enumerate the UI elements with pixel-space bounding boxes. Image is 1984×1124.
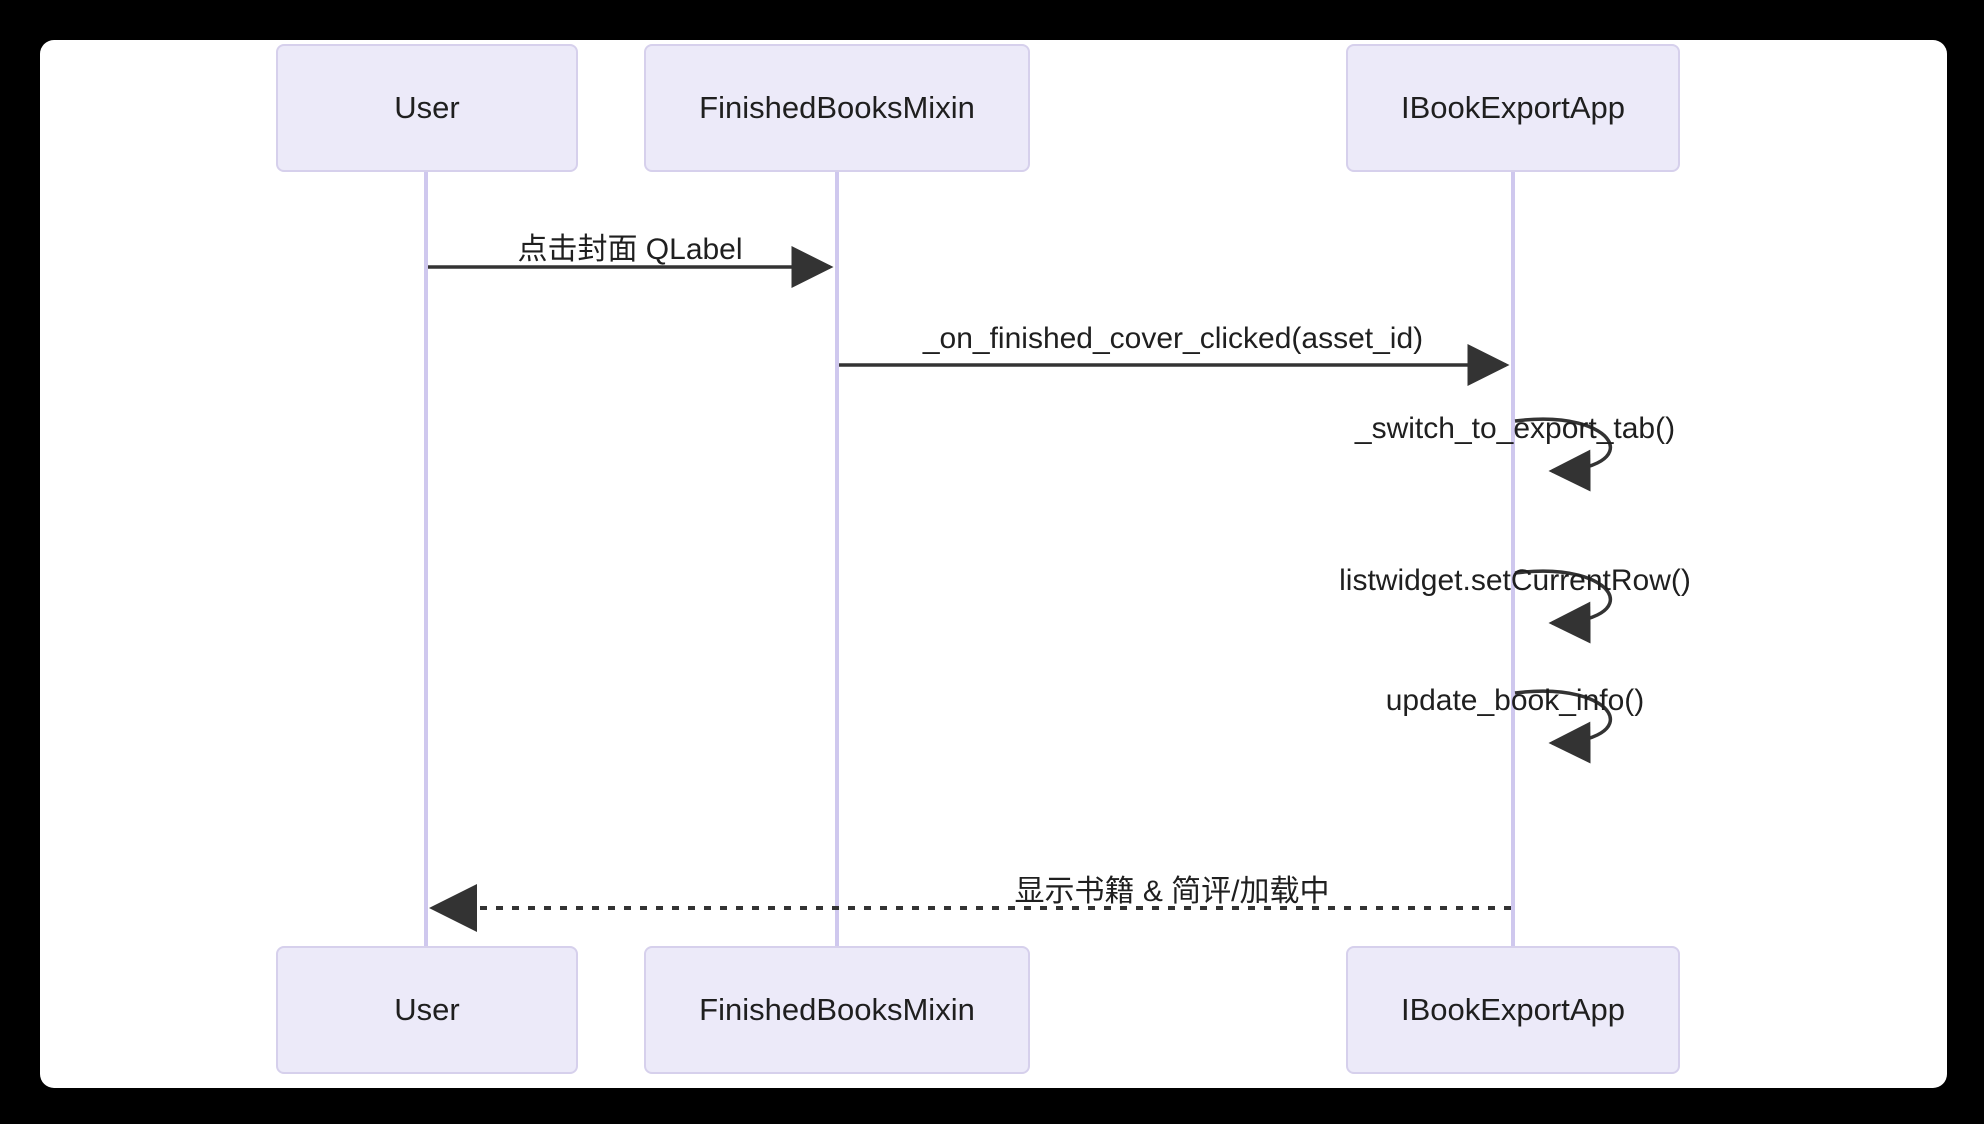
participant-box-ibookexportapp-top[interactable]: IBookExportApp	[1346, 44, 1680, 172]
message-label-4: listwidget.setCurrentRow()	[1339, 564, 1691, 597]
lifeline-user	[424, 172, 428, 946]
diagram-graphics-layer	[424, 172, 1613, 946]
participant-box-ibookexportapp-bottom[interactable]: IBookExportApp	[1346, 946, 1680, 1074]
message-selfloop-5	[1514, 689, 1613, 764]
sequence-diagram-canvas: User FinishedBooksMixin IBookExportApp U…	[40, 40, 1947, 1088]
participant-box-user-top[interactable]: User	[276, 44, 578, 172]
message-label-1: 点击封面 QLabel	[517, 233, 743, 266]
lifeline-ibookexportapp	[1511, 172, 1515, 946]
message-label-2: _on_finished_cover_clicked(asset_id)	[922, 322, 1424, 355]
message-selfloop-3	[1514, 417, 1613, 492]
participant-label-finishedbooksmixin-bottom: FinishedBooksMixin	[699, 992, 975, 1027]
message-label-5: update_book_info()	[1385, 684, 1645, 717]
participant-label-ibookexportapp-bottom: IBookExportApp	[1400, 992, 1626, 1027]
participant-box-user-bottom[interactable]: User	[276, 946, 578, 1074]
message-label-6: 显示书籍 & 简评/加载中	[1014, 875, 1330, 908]
participant-box-finishedbooksmixin-top[interactable]: FinishedBooksMixin	[644, 44, 1030, 172]
participant-label-finishedbooksmixin-top: FinishedBooksMixin	[699, 90, 975, 125]
participant-label-user-bottom: User	[394, 992, 460, 1027]
message-label-3: _switch_to_export_tab()	[1354, 412, 1676, 445]
participant-box-finishedbooksmixin-bottom[interactable]: FinishedBooksMixin	[644, 946, 1030, 1074]
participant-label-user-top: User	[394, 90, 460, 125]
message-selfloop-4	[1514, 569, 1613, 644]
participant-label-ibookexportapp-top: IBookExportApp	[1400, 90, 1626, 125]
lifeline-finishedbooksmixin	[835, 172, 839, 946]
